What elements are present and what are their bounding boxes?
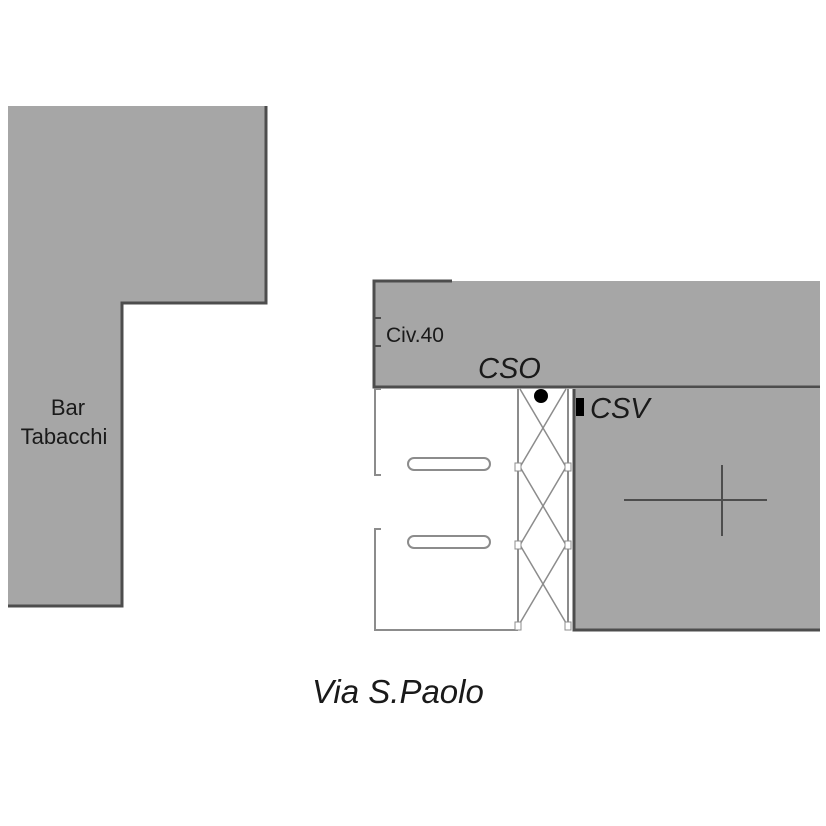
lattice-post-l2	[514, 540, 522, 550]
csv-marker: CSV	[576, 393, 652, 425]
stair-lattice	[514, 388, 572, 631]
cso-label: CSO	[478, 353, 541, 385]
street-label: Via S.Paolo	[312, 673, 484, 710]
right-building-shape	[574, 389, 820, 630]
lattice-zigzag-b	[519, 388, 567, 624]
civ40-shape	[374, 281, 820, 387]
bar-label-line2: Tabacchi	[21, 424, 108, 449]
lattice-post-r3	[564, 621, 572, 631]
parking-slot-upper	[407, 457, 491, 471]
lattice-post-l1	[514, 462, 522, 472]
courtyard-left-wall-upper	[374, 388, 381, 476]
bar-tabacchi-building: Bar Tabacchi	[8, 106, 268, 608]
lattice-post-r2	[564, 540, 572, 550]
civ40-building: Civ.40	[372, 279, 820, 389]
lattice-post-r1	[564, 462, 572, 472]
bar-label-line1: Bar	[51, 395, 85, 420]
right-building-edge	[572, 389, 820, 632]
bar-tabacchi-edge	[8, 106, 268, 608]
cso-marker: CSO	[478, 353, 548, 403]
lattice-post-l3	[514, 621, 522, 631]
civ40-label: Civ.40	[386, 324, 444, 347]
csv-block-icon	[576, 398, 584, 416]
bar-tabacchi-shape	[8, 106, 266, 606]
parking-slot-lower	[407, 535, 491, 549]
courtyard-left-wall-lower	[374, 528, 518, 631]
cso-dot-icon	[534, 389, 548, 403]
civ40-edge	[372, 279, 820, 389]
csv-label: CSV	[590, 393, 652, 425]
courtyard-outline	[374, 388, 518, 631]
right-building	[572, 389, 820, 632]
